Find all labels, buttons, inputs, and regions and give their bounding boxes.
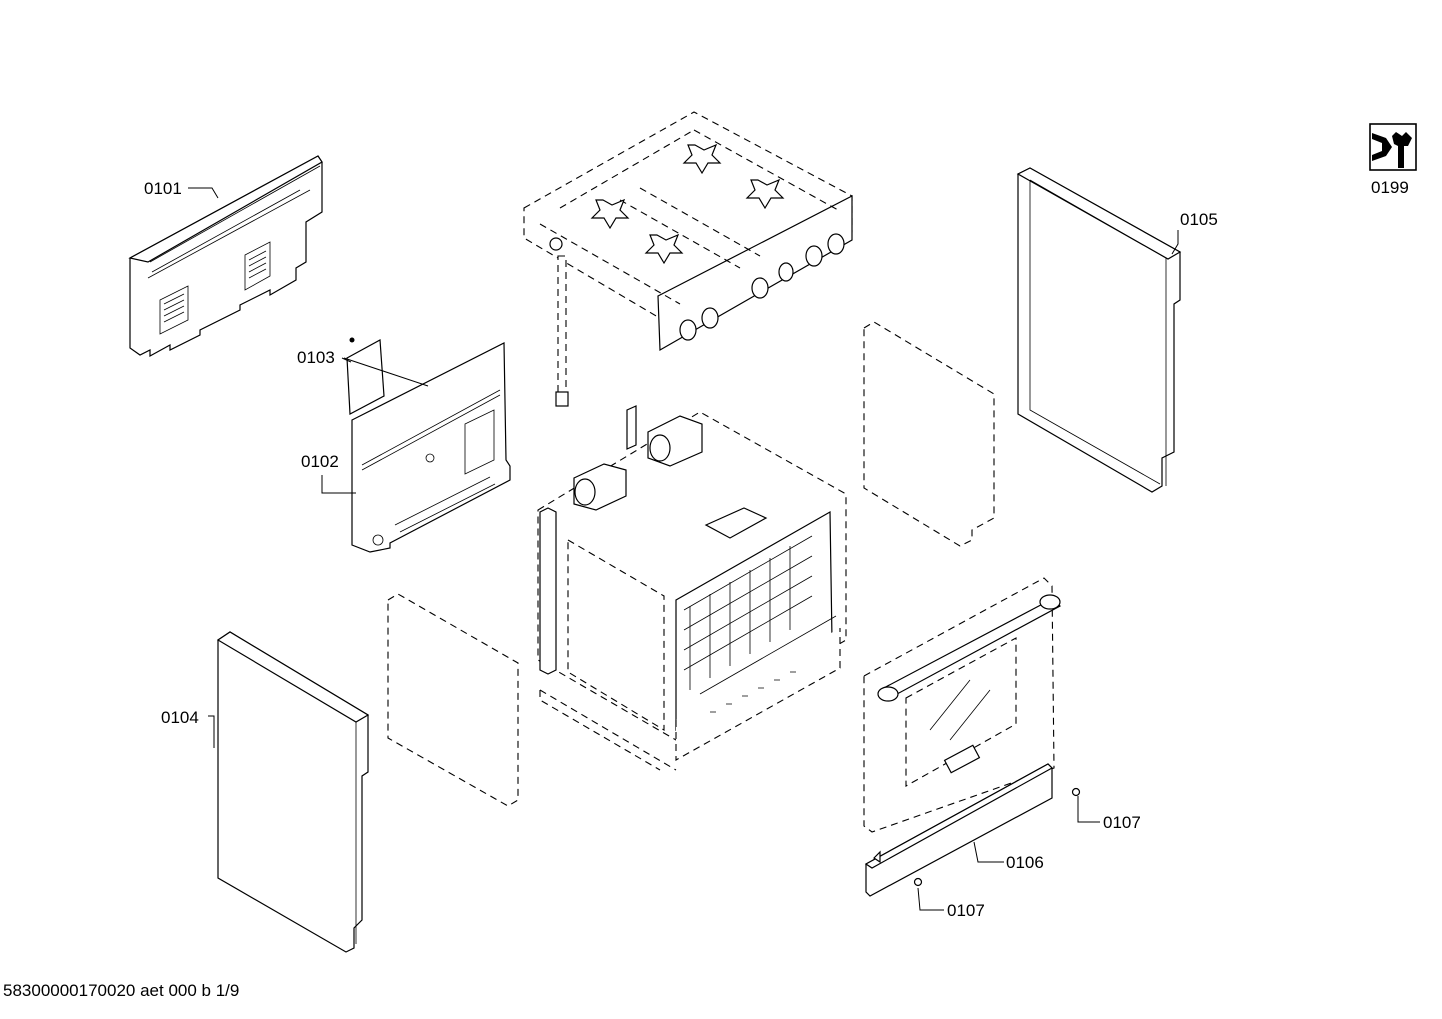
label-0101: 0101 [144, 179, 182, 198]
label-0104: 0104 [161, 708, 199, 727]
label-0106: 0106 [1006, 853, 1044, 872]
part-0103-cover-plate[interactable] [346, 337, 385, 415]
label-0105: 0105 [1180, 210, 1218, 229]
part-0101-back-trim[interactable] [128, 155, 323, 358]
part-0107-screws[interactable] [913, 787, 1081, 887]
part-0104-left-side-panel[interactable] [216, 631, 370, 953]
convection-motors [573, 415, 703, 511]
left-insulation-panel [387, 593, 519, 807]
label-0199: 0199 [1371, 178, 1409, 197]
label-0102: 0102 [301, 452, 339, 471]
label-0107-upper: 0107 [1103, 813, 1141, 832]
callout-labels: 0101 0103 0102 0104 0105 0107 0106 0107 … [144, 178, 1409, 920]
gas-supply-tube [555, 255, 569, 407]
part-0106-kick-panel[interactable] [864, 763, 1053, 897]
wrench-service-icon[interactable] [1369, 123, 1417, 171]
right-insulation-panel [863, 321, 995, 547]
control-knobs [679, 233, 845, 341]
part-0102-rear-panel[interactable] [351, 342, 511, 553]
drawing-id-footer: 58300000170020 aet 000 b 1/9 [3, 981, 240, 1000]
oven-door [863, 577, 1061, 833]
label-0103: 0103 [297, 348, 335, 367]
cooktop-assembly [523, 111, 853, 352]
part-0105-right-side-frame[interactable] [1016, 167, 1182, 493]
leader-lines [188, 187, 1179, 911]
label-0107-lower: 0107 [947, 901, 985, 920]
oven-cavity-assembly [537, 405, 847, 771]
burner-grates [590, 143, 785, 265]
